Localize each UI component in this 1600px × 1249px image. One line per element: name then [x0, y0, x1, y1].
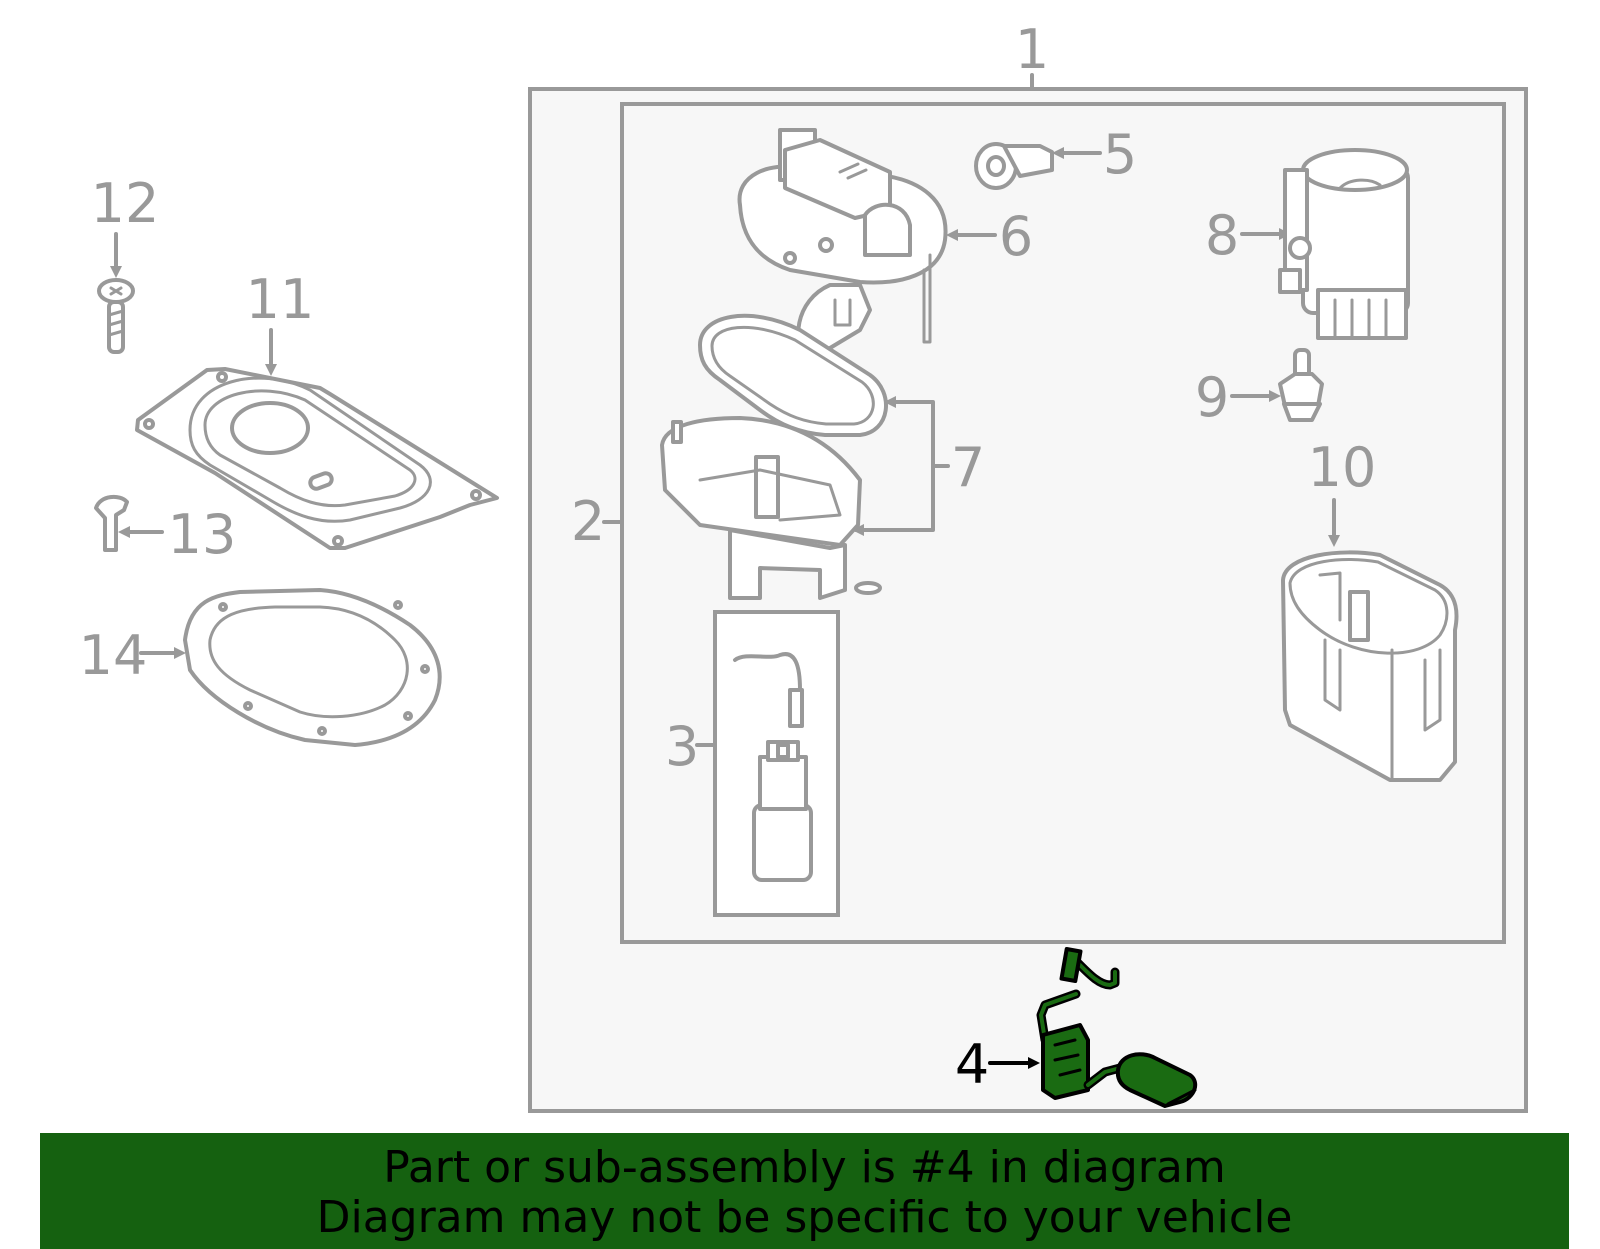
callout-11: 11 [246, 268, 315, 331]
callout-2: 2 [571, 490, 605, 553]
arrowhead-4 [1028, 1057, 1040, 1069]
arrowhead-7a [884, 396, 896, 408]
callout-4: 4 [955, 1033, 989, 1096]
callout-5: 5 [1103, 123, 1137, 186]
part-14-gasket [183, 588, 442, 747]
callout-3: 3 [665, 715, 699, 778]
callout-8: 8 [1205, 204, 1239, 267]
arrowhead-13 [118, 526, 130, 538]
callout-14: 14 [79, 624, 148, 687]
callout-1: 1 [1015, 18, 1049, 81]
footer-banner: Part or sub-assembly is #4 in diagram Di… [40, 1133, 1569, 1249]
arrowhead-12 [110, 266, 122, 278]
part-3-pump-motor [733, 652, 813, 882]
callout-6: 6 [999, 205, 1033, 268]
part-2-reservoir-housing [660, 416, 882, 600]
arrowhead-7b [852, 524, 864, 536]
part-4-fuel-level-sender [1036, 947, 1198, 1108]
arrowhead-10 [1328, 535, 1340, 547]
part-11-access-cover [135, 367, 499, 550]
part-7-seal [698, 313, 888, 437]
arrowhead-14 [174, 647, 186, 659]
part-9-check-valve [1278, 348, 1324, 422]
part-13-clip [94, 494, 129, 552]
footer-line-1: Part or sub-assembly is #4 in diagram [383, 1142, 1226, 1193]
footer-line-2: Diagram may not be specific to your vehi… [316, 1192, 1293, 1243]
arrowhead-9 [1269, 390, 1281, 402]
callout-9: 9 [1195, 366, 1229, 429]
callout-12: 12 [91, 172, 160, 235]
callout-13: 13 [168, 503, 237, 566]
arrowhead-11 [265, 364, 277, 376]
callout-7: 7 [951, 436, 985, 499]
part-12-screw [97, 278, 135, 354]
arrowhead-6 [946, 229, 958, 241]
part-5-connector [974, 142, 1054, 190]
arrowhead-5 [1052, 147, 1064, 159]
callout-10: 10 [1308, 436, 1377, 499]
part-8-fuel-filter [1278, 148, 1410, 340]
part-10-reservoir-bucket [1281, 550, 1459, 782]
